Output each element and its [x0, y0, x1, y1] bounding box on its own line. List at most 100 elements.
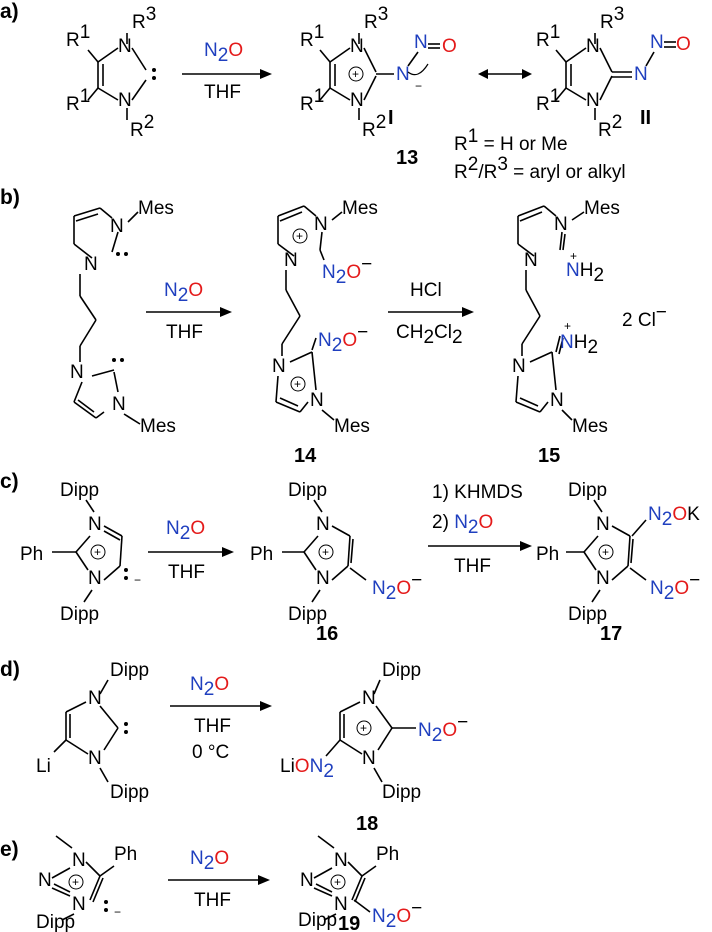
atom-N: N	[316, 568, 330, 589]
N2O-group: N2O−	[322, 254, 372, 288]
plus-charge: +	[72, 875, 79, 889]
NH2-group: NH2	[560, 332, 598, 358]
atom-N: N	[88, 688, 102, 709]
atom-N: N	[334, 894, 348, 915]
R1-label: R1	[66, 22, 90, 51]
substituent-note-R2R3: R2/R3 = aryl or alkyl	[454, 154, 626, 183]
plus-charge: +	[294, 377, 301, 391]
reactant-d: Dipp N N Dipp Li	[36, 660, 149, 803]
reaction-arrow-c2: 1) KHMDS 2) N2O THF	[428, 482, 532, 577]
resonance-label-I: I	[388, 107, 394, 129]
bis-nhc-reactant: N Mes N N N Mes	[70, 198, 176, 437]
compound-number-14: 14	[294, 445, 317, 467]
product-13-resonance-II: N N R1 R1 R3 R2 N N O II	[536, 4, 691, 141]
plus-charge: +	[360, 721, 367, 735]
atom-N: N	[524, 250, 538, 271]
mes-label: Mes	[334, 416, 370, 437]
atom-N: N	[72, 850, 86, 871]
panel-c: c) Dipp N + − N Dipp Ph N2O	[0, 470, 700, 645]
counterion-label: 2 Cl−	[622, 302, 667, 331]
reagent-solvent: THF	[194, 716, 231, 737]
compound-14: + N Mes N N2O− N + N N2O− Mes 14	[272, 198, 378, 467]
dipp-label: Dipp	[110, 660, 149, 681]
reagent-solvent: THF	[454, 556, 491, 577]
compound-18: Dipp N + N Dipp N2O− LiON2 18	[280, 660, 468, 835]
reaction-arrow-b1: N2O THF	[146, 280, 232, 343]
N2O-group: N2O−	[650, 570, 700, 604]
reagent-N2O: N2O	[190, 674, 229, 700]
atom-N: N	[118, 90, 132, 111]
reaction-arrow-a: N2O THF	[182, 40, 272, 103]
dipp-label: Dipp	[288, 604, 327, 625]
ph-label: Ph	[376, 844, 399, 865]
atom-N: N	[316, 514, 330, 535]
atom-N: N	[284, 250, 298, 271]
compound-number-16: 16	[316, 623, 338, 645]
plus-charge: +	[94, 545, 101, 559]
panel-label-d: d)	[0, 658, 20, 681]
ph-label: Ph	[250, 544, 273, 565]
NH2-group: NH2	[566, 260, 604, 286]
plus-charge: +	[334, 875, 341, 889]
reactant-c: Dipp N + − N Dipp Ph	[20, 480, 141, 625]
atom-N: N	[112, 394, 126, 415]
product-13-resonance-I: + N N R1 R1 R3 R2 N N O − I	[300, 4, 457, 141]
N2OK-group: N2OK	[648, 504, 700, 530]
ph-label: Ph	[20, 544, 43, 565]
panel-e: e) N N N + − Ph Dipp N2O	[0, 835, 422, 932]
atom-N: N	[350, 90, 364, 111]
plus-charge: +	[564, 319, 571, 333]
reagent-N2O: N2O	[166, 518, 205, 544]
plus-charge: +	[296, 229, 303, 243]
panel-label-b: b)	[0, 186, 20, 209]
atom-N: N	[586, 90, 600, 111]
reagent-solvent: THF	[194, 890, 231, 911]
reagent-HCl: HCl	[410, 280, 442, 301]
compound-16: Dipp N + N Dipp Ph N2O− 16	[250, 480, 422, 645]
dipp-label: Dipp	[288, 480, 327, 501]
li-label: Li	[36, 756, 51, 777]
reagent-step2: 2) N2O	[432, 512, 493, 538]
R1-label: R1	[536, 86, 560, 115]
R1-label: R1	[300, 86, 324, 115]
atom-N: N	[596, 514, 610, 535]
resonance-label-II: II	[640, 107, 651, 129]
atom-N: N	[110, 216, 124, 237]
panel-a: a) N N R1 R1 R3 R2 N2O	[0, 0, 691, 183]
mes-label: Mes	[572, 416, 608, 437]
R3-label: R3	[132, 4, 156, 33]
atom-O: O	[676, 34, 691, 55]
compound-15: N Mes N NH2 + N N NH2 + Mes 15 2 Cl−	[512, 198, 667, 467]
nhc-reactant-a: N N R1 R1 R3 R2	[66, 4, 156, 141]
atom-N: N	[72, 894, 86, 915]
mes-label: Mes	[138, 198, 174, 219]
panel-b: b) N Mes N N N	[0, 186, 667, 467]
dipp-label: Dipp	[36, 912, 75, 932]
atom-N: N	[554, 214, 568, 235]
atom-N: N	[550, 390, 564, 411]
reaction-arrow-b2: HCl CH2Cl2	[388, 280, 474, 348]
dipp-label: Dipp	[568, 604, 607, 625]
atom-N: N	[396, 64, 410, 85]
N2O-group: N2O−	[372, 570, 422, 604]
reaction-arrow-e: N2O THF	[168, 848, 270, 911]
compound-19: N N N + Ph N2O− Dipp 19	[298, 835, 422, 932]
panel-label-c: c)	[0, 470, 19, 493]
minus-charge: −	[415, 79, 422, 93]
atom-N: N	[334, 850, 348, 871]
atom-N: N	[300, 870, 314, 891]
reagent-solvent: THF	[168, 562, 205, 583]
dipp-label: Dipp	[568, 480, 607, 501]
panel-label-e: e)	[0, 838, 19, 861]
plus-charge: +	[352, 67, 359, 81]
R1-label: R1	[536, 22, 560, 51]
atom-N: N	[512, 356, 526, 377]
dipp-label: Dipp	[60, 604, 99, 625]
reagent-N2O: N2O	[164, 280, 203, 306]
N2O-group: N2O−	[372, 898, 422, 932]
panel-d: d) Dipp N N Dipp Li N2O THF 0 °C	[0, 658, 468, 835]
atom-N: N	[596, 568, 610, 589]
N2O-group: N2O−	[318, 322, 368, 356]
atom-N: N	[118, 36, 132, 57]
